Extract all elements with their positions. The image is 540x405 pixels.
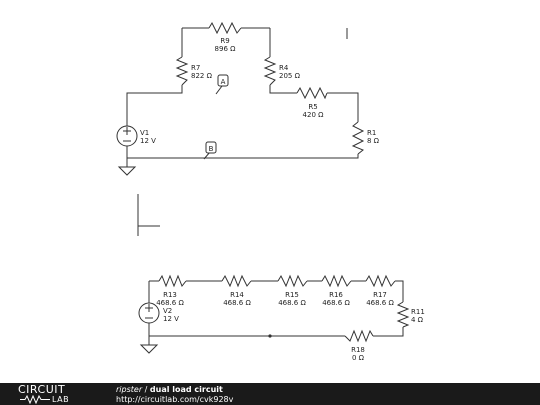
r17-name: R17 [373, 291, 387, 299]
r7-value: 822 Ω [191, 72, 213, 80]
r4-name: R4 [279, 64, 289, 72]
r11-name: R11 [411, 308, 425, 316]
r18-value: 0 Ω [352, 354, 365, 362]
resistor-r4-symbol[interactable] [263, 56, 277, 86]
v1-name: V1 [140, 129, 149, 137]
r7-name: R7 [191, 64, 200, 72]
voltage-source-v2-symbol[interactable] [138, 302, 160, 324]
r5-value: 420 Ω [303, 111, 325, 119]
logo-text-bottom: LAB [52, 395, 70, 404]
r16-value: 468.6 Ω [322, 299, 350, 307]
resistor-r18-symbol[interactable] [344, 329, 374, 343]
resistor-r14-symbol[interactable] [221, 274, 252, 288]
v2-name: V2 [163, 307, 172, 315]
r9-value: 896 Ω [215, 45, 237, 53]
junction-dot [268, 334, 272, 338]
logo-text-top: CIRCUIT [18, 383, 66, 396]
probe-b-label: B [209, 145, 214, 153]
resistor-r1-symbol[interactable] [351, 121, 365, 155]
resistor-r15-symbol[interactable] [277, 274, 308, 288]
r13-name: R13 [163, 291, 177, 299]
circuit-meta: ripster / dual load circuit [116, 385, 223, 395]
r15-name: R15 [285, 291, 299, 299]
resistor-r7-symbol[interactable] [175, 56, 189, 86]
circuit-1-wires [126, 27, 359, 167]
circuitlab-logo[interactable]: CIRCUIT LAB [18, 384, 100, 404]
r13-value: 468.6 Ω [156, 299, 184, 307]
r15-value: 468.6 Ω [278, 299, 306, 307]
resistor-r16-symbol[interactable] [321, 274, 352, 288]
schematic-svg[interactable]: R9 896 Ω R7 822 Ω R4 205 Ω R5 420 Ω R1 8… [0, 0, 540, 383]
r18-name: R18 [351, 346, 365, 354]
r5-name: R5 [308, 103, 317, 111]
resistor-r9-symbol[interactable] [208, 21, 242, 35]
footer-bar: CIRCUIT LAB ripster / dual load circuit … [0, 383, 540, 405]
probe-b-symbol[interactable] [203, 141, 217, 160]
probe-a-label: A [221, 78, 226, 86]
circuit-title: dual load circuit [149, 385, 223, 394]
r4-value: 205 Ω [279, 72, 301, 80]
axis-marker [137, 194, 160, 236]
resistor-r11-symbol[interactable] [396, 301, 410, 328]
probe-a-symbol[interactable] [215, 74, 229, 95]
r14-value: 468.6 Ω [223, 299, 251, 307]
resistor-r17-symbol[interactable] [365, 274, 396, 288]
r17-value: 468.6 Ω [366, 299, 394, 307]
logo-resistor-icon [20, 395, 50, 404]
r9-name: R9 [220, 37, 229, 45]
meta-separator: / [144, 385, 148, 394]
circuit-2-wires [148, 280, 404, 345]
ground-2-symbol[interactable] [139, 344, 159, 354]
r1-name: R1 [367, 129, 376, 137]
r11-value: 4 Ω [411, 316, 424, 324]
v2-value: 12 V [163, 315, 179, 323]
circuit-url[interactable]: http://circuitlab.com/cvk928v [116, 395, 234, 404]
v1-value: 12 V [140, 137, 156, 145]
ground-1-symbol[interactable] [117, 166, 137, 176]
resistor-r13-symbol[interactable] [158, 274, 187, 288]
r14-name: R14 [230, 291, 244, 299]
author-name[interactable]: ripster [116, 385, 143, 394]
voltage-source-v1-symbol[interactable] [116, 125, 138, 147]
r16-name: R16 [329, 291, 343, 299]
r1-value: 8 Ω [367, 137, 380, 145]
resistor-r5-symbol[interactable] [296, 86, 328, 100]
